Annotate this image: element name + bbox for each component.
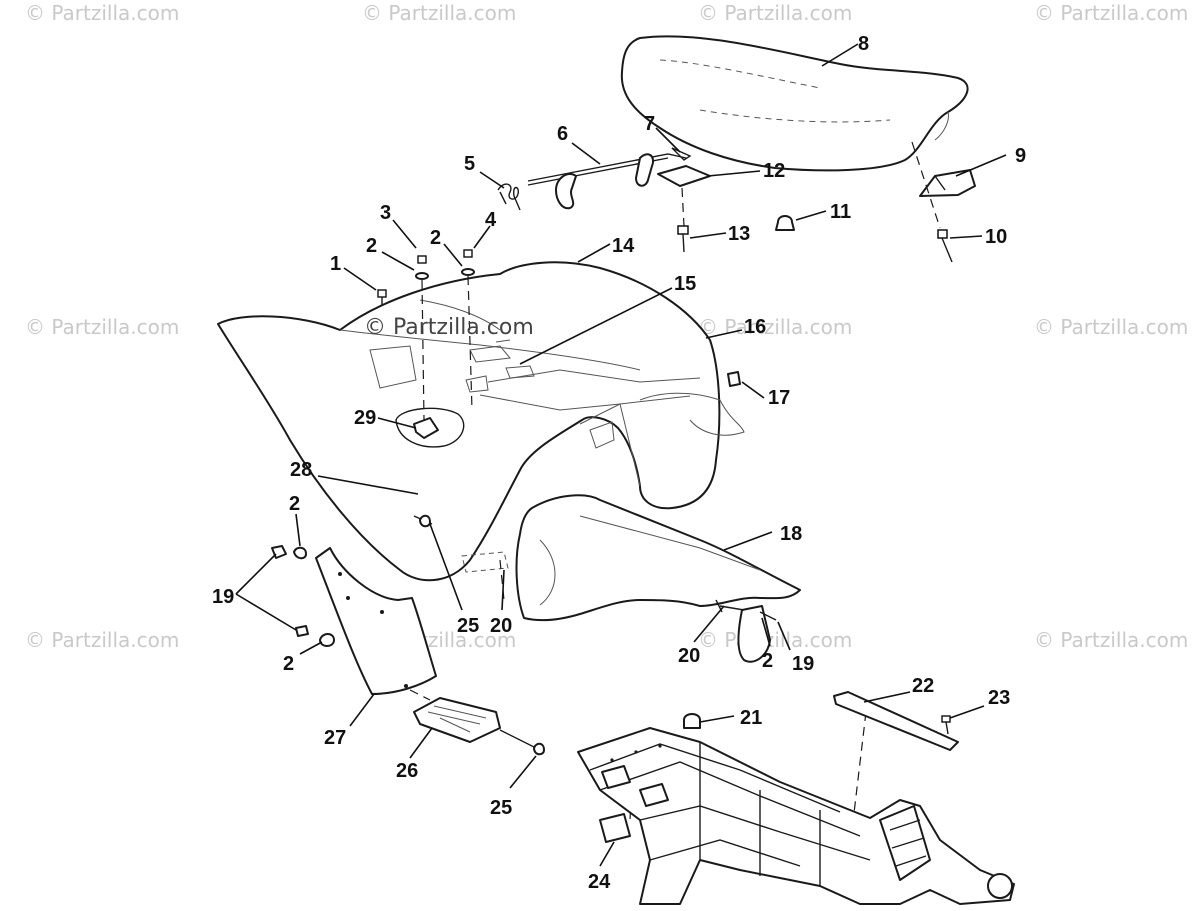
callout-25: 25 (457, 615, 479, 637)
footwell-part (461, 494, 801, 622)
callout-25: 25 (490, 797, 512, 819)
seat-bracket-part (919, 169, 976, 197)
callout-29: 29 (354, 407, 376, 429)
decal-part (599, 813, 631, 843)
watermark-text: © Partzilla.com (698, 315, 852, 339)
callout-6: 6 (557, 123, 568, 145)
callout-14: 14 (612, 235, 635, 257)
callout-13: 13 (728, 223, 750, 245)
watermark-text: © Partzilla.com (25, 628, 179, 652)
watermark-text: © Partzilla.com (1034, 1, 1188, 25)
dashed-guide (409, 689, 431, 701)
callout-2: 2 (283, 653, 294, 675)
dashed-guide (851, 711, 867, 831)
rivet-part (941, 715, 951, 735)
bumper-part (683, 713, 701, 729)
screw-part (937, 229, 953, 263)
callout-28: 28 (290, 459, 312, 481)
callout-8: 8 (858, 33, 869, 55)
callout-15: 15 (674, 273, 696, 295)
callout-9: 9 (1015, 145, 1026, 167)
callout-18: 18 (780, 523, 802, 545)
callout-16: 16 (744, 316, 766, 338)
callout-2: 2 (430, 227, 441, 249)
callout-12: 12 (763, 160, 785, 182)
callout-24: 24 (588, 871, 611, 893)
callout-2: 2 (289, 493, 300, 515)
callout-21: 21 (740, 707, 762, 729)
callout-10: 10 (985, 226, 1007, 248)
callout-2: 2 (762, 650, 773, 672)
footrest-part (413, 697, 545, 756)
latch-plate-part (657, 165, 711, 187)
callout-labels: 8 9 10 11 12 13 7 6 5 3 4 2 2 1 14 15 16… (212, 33, 1026, 893)
clip-part (727, 371, 741, 387)
callout-11: 11 (830, 201, 851, 223)
dashed-guide (911, 141, 941, 229)
callout-7: 7 (644, 113, 655, 135)
watermark-text: © Partzilla.com (1034, 628, 1188, 652)
seat-part (620, 35, 969, 172)
spring-part (497, 183, 521, 211)
watermark-text: © Partzilla.com (25, 315, 179, 339)
frame-part (577, 727, 1015, 905)
watermark-text: © Partzilla.com (1034, 315, 1188, 339)
callout-20: 20 (490, 615, 512, 637)
hardware-top (377, 249, 475, 421)
callout-23: 23 (988, 687, 1010, 709)
callout-26: 26 (396, 760, 418, 782)
callout-19: 19 (792, 653, 814, 675)
watermark-text: © Partzilla.com (362, 1, 516, 25)
latch-rod-part (527, 147, 692, 210)
callout-19: 19 (212, 586, 234, 608)
cap-part (395, 407, 465, 448)
callout-1: 1 (330, 253, 341, 275)
watermark-text: © Partzilla.com (698, 628, 852, 652)
grommet-part (775, 215, 795, 231)
callout-27: 27 (324, 727, 346, 749)
callout-3: 3 (380, 202, 391, 224)
callout-17: 17 (768, 387, 790, 409)
watermark-center-text: © Partzilla.com (364, 315, 534, 340)
callout-5: 5 (464, 153, 475, 175)
watermark-text: © Partzilla.com (698, 1, 852, 25)
strap-part (833, 691, 959, 751)
callout-2: 2 (366, 235, 377, 257)
callout-20: 20 (678, 645, 700, 667)
rear-fender-part (217, 261, 745, 582)
bolt-part (677, 225, 689, 253)
callout-4: 4 (485, 209, 497, 231)
leader-lines (235, 43, 1007, 867)
mud-flap-part (315, 547, 437, 695)
callout-22: 22 (912, 675, 934, 697)
dashed-guide (681, 187, 685, 227)
watermark-text: © Partzilla.com (25, 1, 179, 25)
